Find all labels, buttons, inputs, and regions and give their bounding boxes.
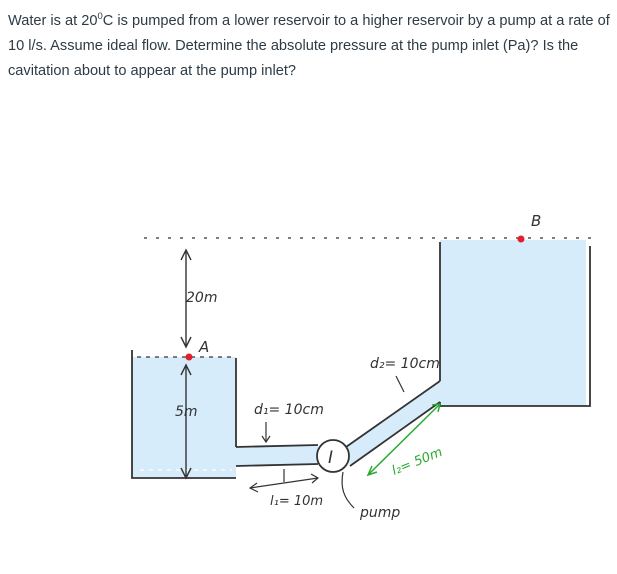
discharge-pipe bbox=[345, 380, 441, 467]
pump-callout-line bbox=[341, 471, 355, 509]
point-a-marker bbox=[185, 353, 193, 361]
pump-symbol: I bbox=[328, 448, 333, 468]
upper-reservoir-water bbox=[440, 240, 586, 406]
pump-circle bbox=[316, 439, 350, 473]
suction-pipe bbox=[235, 444, 319, 467]
point-b-marker bbox=[517, 235, 525, 243]
label-20m: 20m bbox=[186, 290, 217, 306]
label-b: B bbox=[531, 212, 541, 230]
label-d1: d₁= 10cm bbox=[254, 402, 324, 418]
problem-statement: Water is at 200C is pumped from a lower … bbox=[8, 11, 610, 79]
lower-reservoir-water bbox=[132, 357, 236, 477]
discharge-pipe-water bbox=[346, 381, 440, 466]
label-a: A bbox=[198, 338, 209, 356]
dimension-l2-arrow bbox=[367, 403, 441, 476]
label-pump: pump bbox=[359, 505, 400, 521]
label-5m: 5m bbox=[175, 404, 198, 420]
label-l1: l₁= 10m bbox=[270, 494, 323, 509]
lower-reservoir-wall bbox=[131, 350, 236, 479]
label-l2: l₂= 50m bbox=[390, 445, 445, 479]
suction-pipe-water bbox=[236, 445, 318, 466]
label-d2: d₂= 10cm bbox=[370, 356, 440, 372]
dimension-l1-arrow bbox=[249, 477, 319, 489]
reservoir-pump-sketch: I 20m A 5m d₁= 10cm l₁= 10m d₂= 10cm l₂=… bbox=[131, 212, 598, 521]
degree-superscript: 0 bbox=[97, 11, 103, 23]
